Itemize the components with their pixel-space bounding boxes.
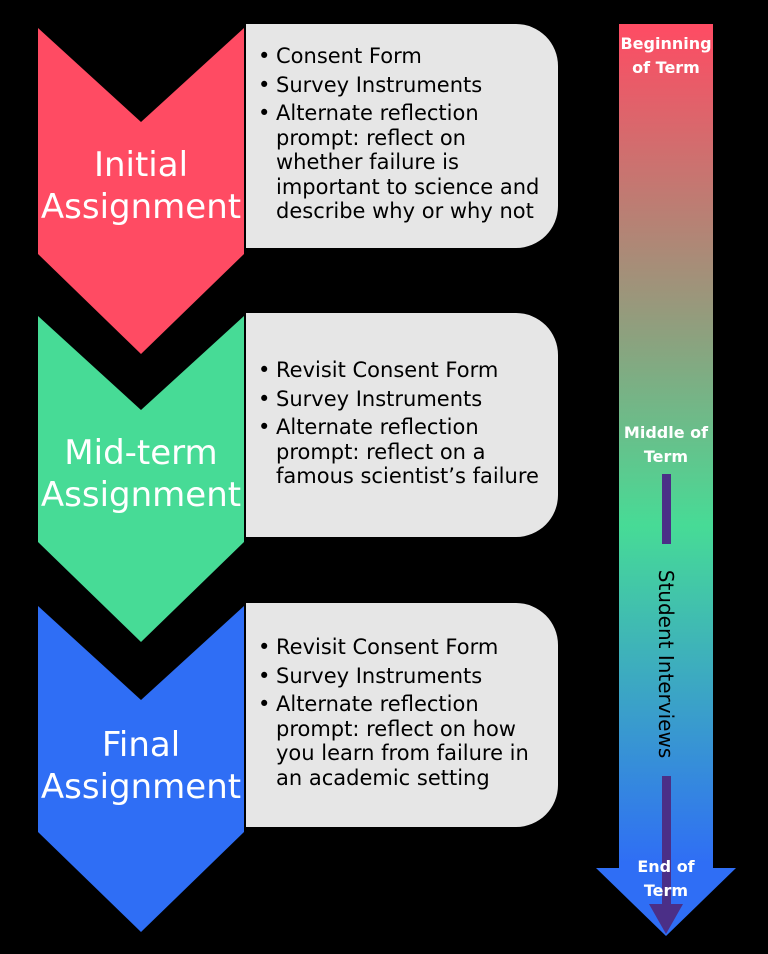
final-assignment-title: Final Assignment: [38, 724, 244, 808]
final-chevron-shape: [38, 606, 244, 932]
end-of-term-label: End of Term: [596, 855, 736, 903]
midterm-title-line1: Mid-term: [64, 433, 218, 473]
bullet-text: Survey Instruments: [276, 663, 483, 688]
bullet-text: Consent Form: [276, 44, 422, 68]
final-title-line1: Final: [101, 725, 181, 765]
midterm-assignment-chevron: Mid-term Assignment: [38, 316, 244, 642]
midterm-bullet-list: •Revisit Consent Form •Survey Instrument…: [258, 358, 552, 493]
list-item: •Revisit Consent Form: [258, 358, 552, 383]
bullet-icon: •: [258, 44, 271, 68]
bullet-text: Revisit Consent Form: [276, 635, 499, 659]
end-line2: Term: [643, 881, 689, 900]
list-item: •Survey Instruments: [258, 73, 552, 98]
list-item: •Consent Form: [258, 44, 552, 69]
midterm-assignment-card: •Revisit Consent Form •Survey Instrument…: [246, 313, 558, 537]
bullet-icon: •: [258, 72, 271, 97]
student-interviews-label: Student Interviews: [654, 569, 678, 759]
initial-chevron-shape: [38, 28, 244, 354]
list-item: •Revisit Consent Form: [258, 635, 552, 660]
bullet-text: Alternate reflection prompt: reflect on …: [276, 101, 540, 223]
beginning-line2: of Term: [632, 58, 700, 77]
final-assignment-card: •Revisit Consent Form •Survey Instrument…: [246, 603, 558, 827]
bullet-icon: •: [258, 358, 271, 382]
final-bullet-list: •Revisit Consent Form •Survey Instrument…: [258, 635, 552, 794]
bullet-text: Revisit Consent Form: [276, 358, 499, 382]
list-item: •Survey Instruments: [258, 664, 552, 689]
bullet-icon: •: [258, 692, 271, 716]
bullet-icon: •: [258, 663, 271, 688]
final-assignment-chevron: Final Assignment: [38, 606, 244, 932]
midterm-chevron-shape: [38, 316, 244, 642]
final-title-line2: Assignment: [40, 767, 242, 807]
middle-line2: Term: [643, 447, 689, 466]
bullet-icon: •: [258, 415, 271, 439]
initial-assignment-card: •Consent Form •Survey Instruments •Alter…: [246, 24, 558, 248]
term-timeline-arrow: Beginning of Term Middle of Term Student…: [596, 24, 736, 936]
list-item: •Alternate reflection prompt: reflect on…: [258, 101, 552, 224]
bullet-text: Survey Instruments: [276, 386, 483, 411]
end-line1: End of: [637, 857, 695, 876]
initial-title-line2: Assignment: [40, 187, 242, 227]
bullet-icon: •: [258, 386, 271, 411]
interview-arrow: [649, 776, 683, 934]
interview-bar-top: [662, 474, 671, 544]
initial-title-line1: Initial: [93, 145, 189, 185]
bullet-text: Alternate reflection prompt: reflect on …: [276, 415, 539, 488]
timeline-arrow-shape: [596, 24, 736, 936]
initial-assignment-title: Initial Assignment: [38, 144, 244, 228]
midterm-title-line2: Assignment: [40, 475, 242, 515]
list-item: •Alternate reflection prompt: reflect on…: [258, 415, 552, 489]
bullet-icon: •: [258, 101, 271, 125]
list-item: •Survey Instruments: [258, 387, 552, 412]
initial-bullet-list: •Consent Form •Survey Instruments •Alter…: [258, 44, 552, 228]
list-item: •Alternate reflection prompt: reflect on…: [258, 692, 552, 790]
initial-assignment-chevron: Initial Assignment: [38, 28, 244, 354]
middle-of-term-label: Middle of Term: [596, 421, 736, 469]
bullet-icon: •: [258, 635, 271, 659]
midterm-assignment-title: Mid-term Assignment: [38, 432, 244, 516]
bullet-text: Survey Instruments: [276, 72, 483, 97]
beginning-of-term-label: Beginning of Term: [596, 32, 736, 80]
middle-line1: Middle of: [623, 423, 709, 442]
beginning-line1: Beginning: [620, 34, 712, 53]
bullet-text: Alternate reflection prompt: reflect on …: [276, 692, 529, 790]
